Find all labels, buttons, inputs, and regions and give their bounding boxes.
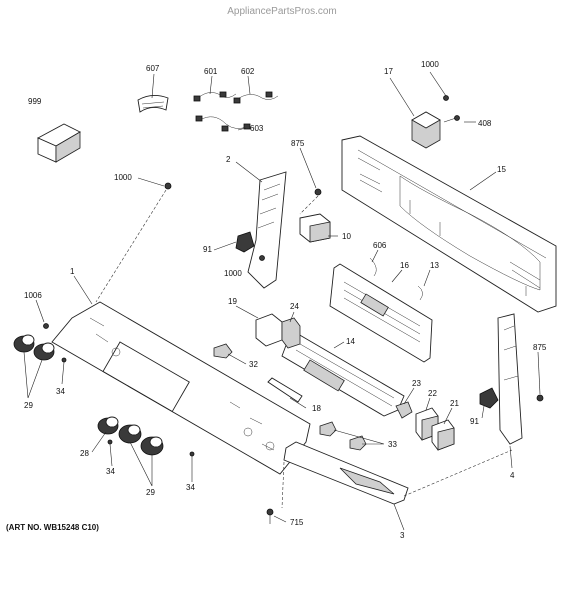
callout-91-left: 91 bbox=[203, 245, 212, 254]
callout-1000-top: 1000 bbox=[421, 60, 439, 69]
callout-408: 408 bbox=[478, 119, 492, 128]
leader-lines bbox=[23, 71, 541, 531]
callout-34-right: 34 bbox=[186, 483, 195, 492]
part-91-bracket-right bbox=[479, 387, 499, 409]
part-32-knob-small bbox=[213, 343, 233, 359]
callout-603: 603 bbox=[250, 124, 264, 133]
part-91-bracket-left bbox=[235, 231, 255, 253]
callout-33: 33 bbox=[388, 440, 397, 449]
callout-607: 607 bbox=[146, 64, 160, 73]
callout-875-lower: 875 bbox=[533, 343, 547, 352]
callout-21: 21 bbox=[450, 399, 459, 408]
callout-17: 17 bbox=[384, 67, 393, 76]
part-999-literature-box bbox=[36, 123, 81, 163]
callout-28: 28 bbox=[80, 449, 89, 458]
callout-13: 13 bbox=[430, 261, 439, 270]
callout-875-upper: 875 bbox=[291, 139, 305, 148]
part-1000-screw-top bbox=[443, 95, 449, 101]
part-606-wire bbox=[369, 257, 377, 277]
callout-labels: 999 607 601 602 603 17 1000 408 875 15 2… bbox=[24, 60, 547, 540]
callout-34-mid: 34 bbox=[106, 467, 115, 476]
part-16-control-board bbox=[329, 263, 433, 363]
callout-4: 4 bbox=[510, 471, 515, 480]
watermark: AppliancePartsPros.com bbox=[227, 6, 337, 17]
callout-601: 601 bbox=[204, 67, 218, 76]
callout-15: 15 bbox=[497, 165, 506, 174]
callout-14: 14 bbox=[346, 337, 355, 346]
callout-715: 715 bbox=[290, 518, 304, 527]
callout-19: 19 bbox=[228, 297, 237, 306]
part-875-screw-lower bbox=[536, 394, 544, 402]
part-13-wire bbox=[417, 285, 423, 301]
callout-91-right: 91 bbox=[470, 417, 479, 426]
part-10-switch bbox=[299, 213, 331, 243]
part-3-lower-trim bbox=[283, 441, 409, 505]
part-17-bracket bbox=[411, 111, 441, 149]
callout-1000-mid: 1000 bbox=[224, 269, 242, 278]
part-607-harness bbox=[137, 95, 169, 113]
callout-22: 22 bbox=[428, 389, 437, 398]
part-408-screw bbox=[443, 115, 460, 123]
callout-29-bottom: 29 bbox=[146, 488, 155, 497]
callout-29-left: 29 bbox=[24, 401, 33, 410]
part-33-knob-lower bbox=[349, 435, 367, 451]
callout-16: 16 bbox=[400, 261, 409, 270]
part-23-clip bbox=[395, 401, 413, 419]
part-4-right-trim bbox=[497, 313, 523, 445]
part-33-knob-upper bbox=[319, 421, 337, 437]
part-34-screw-left bbox=[61, 357, 67, 363]
part-34-screw-right bbox=[189, 451, 195, 457]
part-14-keypad bbox=[281, 333, 405, 417]
part-1-control-panel bbox=[51, 301, 311, 475]
part-29-knob-left-bottom bbox=[33, 342, 55, 361]
callout-23: 23 bbox=[412, 379, 421, 388]
callout-1: 1 bbox=[70, 267, 75, 276]
part-715-screw bbox=[266, 508, 274, 524]
part-29-knob-left-top bbox=[13, 334, 35, 353]
part-34-screw-mid bbox=[107, 439, 113, 445]
callout-18: 18 bbox=[312, 404, 321, 413]
part-18-overlay bbox=[267, 377, 303, 403]
part-21-relay bbox=[431, 419, 455, 451]
callout-606: 606 bbox=[373, 241, 387, 250]
part-15-backguard-panel bbox=[341, 135, 557, 313]
part-1000-screw-left bbox=[95, 182, 172, 303]
callout-1006: 1006 bbox=[24, 291, 42, 300]
part-29-knob-right bbox=[140, 436, 164, 456]
callout-1000-left: 1000 bbox=[114, 173, 132, 182]
part-29-knob-mid bbox=[118, 424, 142, 444]
part-2-left-trim bbox=[247, 171, 287, 289]
part-875-screw-upper bbox=[314, 188, 322, 196]
callout-999: 999 bbox=[28, 97, 42, 106]
art-number: (ART NO. WB15248 C10) bbox=[6, 523, 99, 532]
part-1000-screw-mid bbox=[259, 255, 265, 261]
part-603-harness bbox=[195, 115, 251, 132]
part-601-harness bbox=[193, 91, 237, 102]
callout-32: 32 bbox=[249, 360, 258, 369]
part-28-knob bbox=[97, 416, 119, 435]
part-19-module bbox=[255, 313, 283, 347]
callout-3: 3 bbox=[400, 531, 405, 540]
callout-602: 602 bbox=[241, 67, 255, 76]
callout-34-left: 34 bbox=[56, 387, 65, 396]
callout-10: 10 bbox=[342, 232, 351, 241]
part-24-module bbox=[281, 317, 301, 349]
callout-24: 24 bbox=[290, 302, 299, 311]
callout-2: 2 bbox=[226, 155, 231, 164]
part-1006-screw bbox=[43, 323, 49, 329]
part-602-harness bbox=[233, 91, 279, 104]
